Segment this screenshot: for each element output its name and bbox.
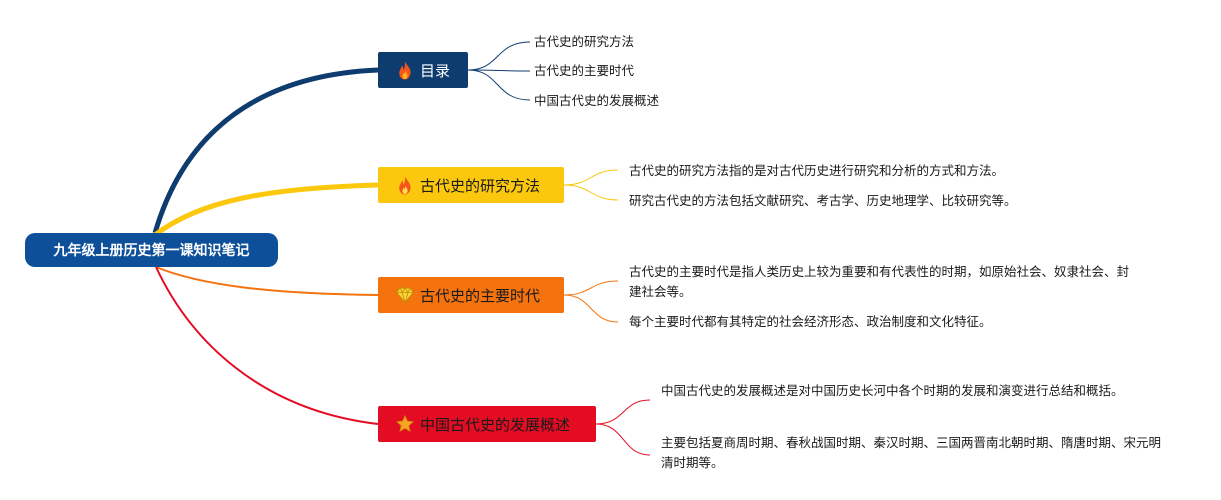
connector-eras-leaf-2 — [563, 294, 619, 323]
branch-research-methods[interactable]: 古代史的研究方法 — [378, 167, 564, 203]
connector-toc-leaf-3 — [467, 69, 531, 101]
star-icon — [396, 414, 414, 434]
branch-main-eras[interactable]: 古代史的主要时代 — [378, 277, 564, 313]
leaf-methods-2[interactable]: 研究古代史的方法包括文献研究、考古学、历史地理学、比较研究等。 — [629, 193, 1017, 208]
connector-root-to-overview — [155, 266, 379, 425]
branch-research-methods-label: 古代史的研究方法 — [420, 176, 541, 195]
leaf-methods-1[interactable]: 古代史的研究方法指的是对古代历史进行研究和分析的方式和方法。 — [629, 163, 1005, 178]
leaf-toc-3[interactable]: 中国古代史的发展概述 — [534, 93, 660, 108]
connector-toc-leaf-1 — [467, 41, 531, 71]
connector-methods-leaf-2 — [563, 184, 619, 201]
branch-toc-label: 目录 — [420, 61, 451, 80]
leaf-eras-2[interactable]: 每个主要时代都有其特定的社会经济形态、政治制度和文化特征。 — [629, 314, 992, 329]
connector-eras-leaf-1 — [563, 280, 619, 296]
connector-methods-leaf-1 — [563, 169, 619, 186]
diamond-icon — [396, 285, 414, 305]
connector-root-to-eras — [155, 266, 379, 296]
connector-root-to-toc — [152, 67, 379, 234]
leaf-eras-1[interactable]: 古代史的主要时代是指人类历史上较为重要和有代表性的时期，如原始社会、奴隶社会、封… — [629, 264, 1130, 299]
leaf-overview-2[interactable]: 主要包括夏商周时期、春秋战国时期、秦汉时期、三国两晋南北朝时期、隋唐时期、宋元明… — [661, 435, 1162, 470]
connector-toc-leaf-2 — [467, 69, 531, 72]
leaf-toc-2[interactable]: 古代史的主要时代 — [534, 63, 635, 78]
root-label: 九年级上册历史第一课知识笔记 — [53, 243, 250, 259]
branch-development-overview[interactable]: 中国古代史的发展概述 — [378, 406, 596, 442]
connector-root-to-methods — [153, 182, 379, 237]
branch-development-overview-label: 中国古代史的发展概述 — [420, 415, 571, 434]
fire-icon — [396, 175, 414, 195]
branch-toc[interactable]: 目录 — [378, 52, 468, 88]
branch-main-eras-label: 古代史的主要时代 — [420, 286, 541, 305]
connector-overview-leaf-1 — [595, 399, 651, 425]
leaf-toc-1[interactable]: 古代史的研究方法 — [534, 34, 635, 49]
connector-overview-leaf-2 — [595, 423, 651, 456]
root-node[interactable]: 九年级上册历史第一课知识笔记 — [25, 233, 278, 267]
fire-icon — [396, 60, 414, 80]
leaf-overview-1[interactable]: 中国古代史的发展概述是对中国历史长河中各个时期的发展和演变进行总结和概括。 — [661, 383, 1124, 398]
